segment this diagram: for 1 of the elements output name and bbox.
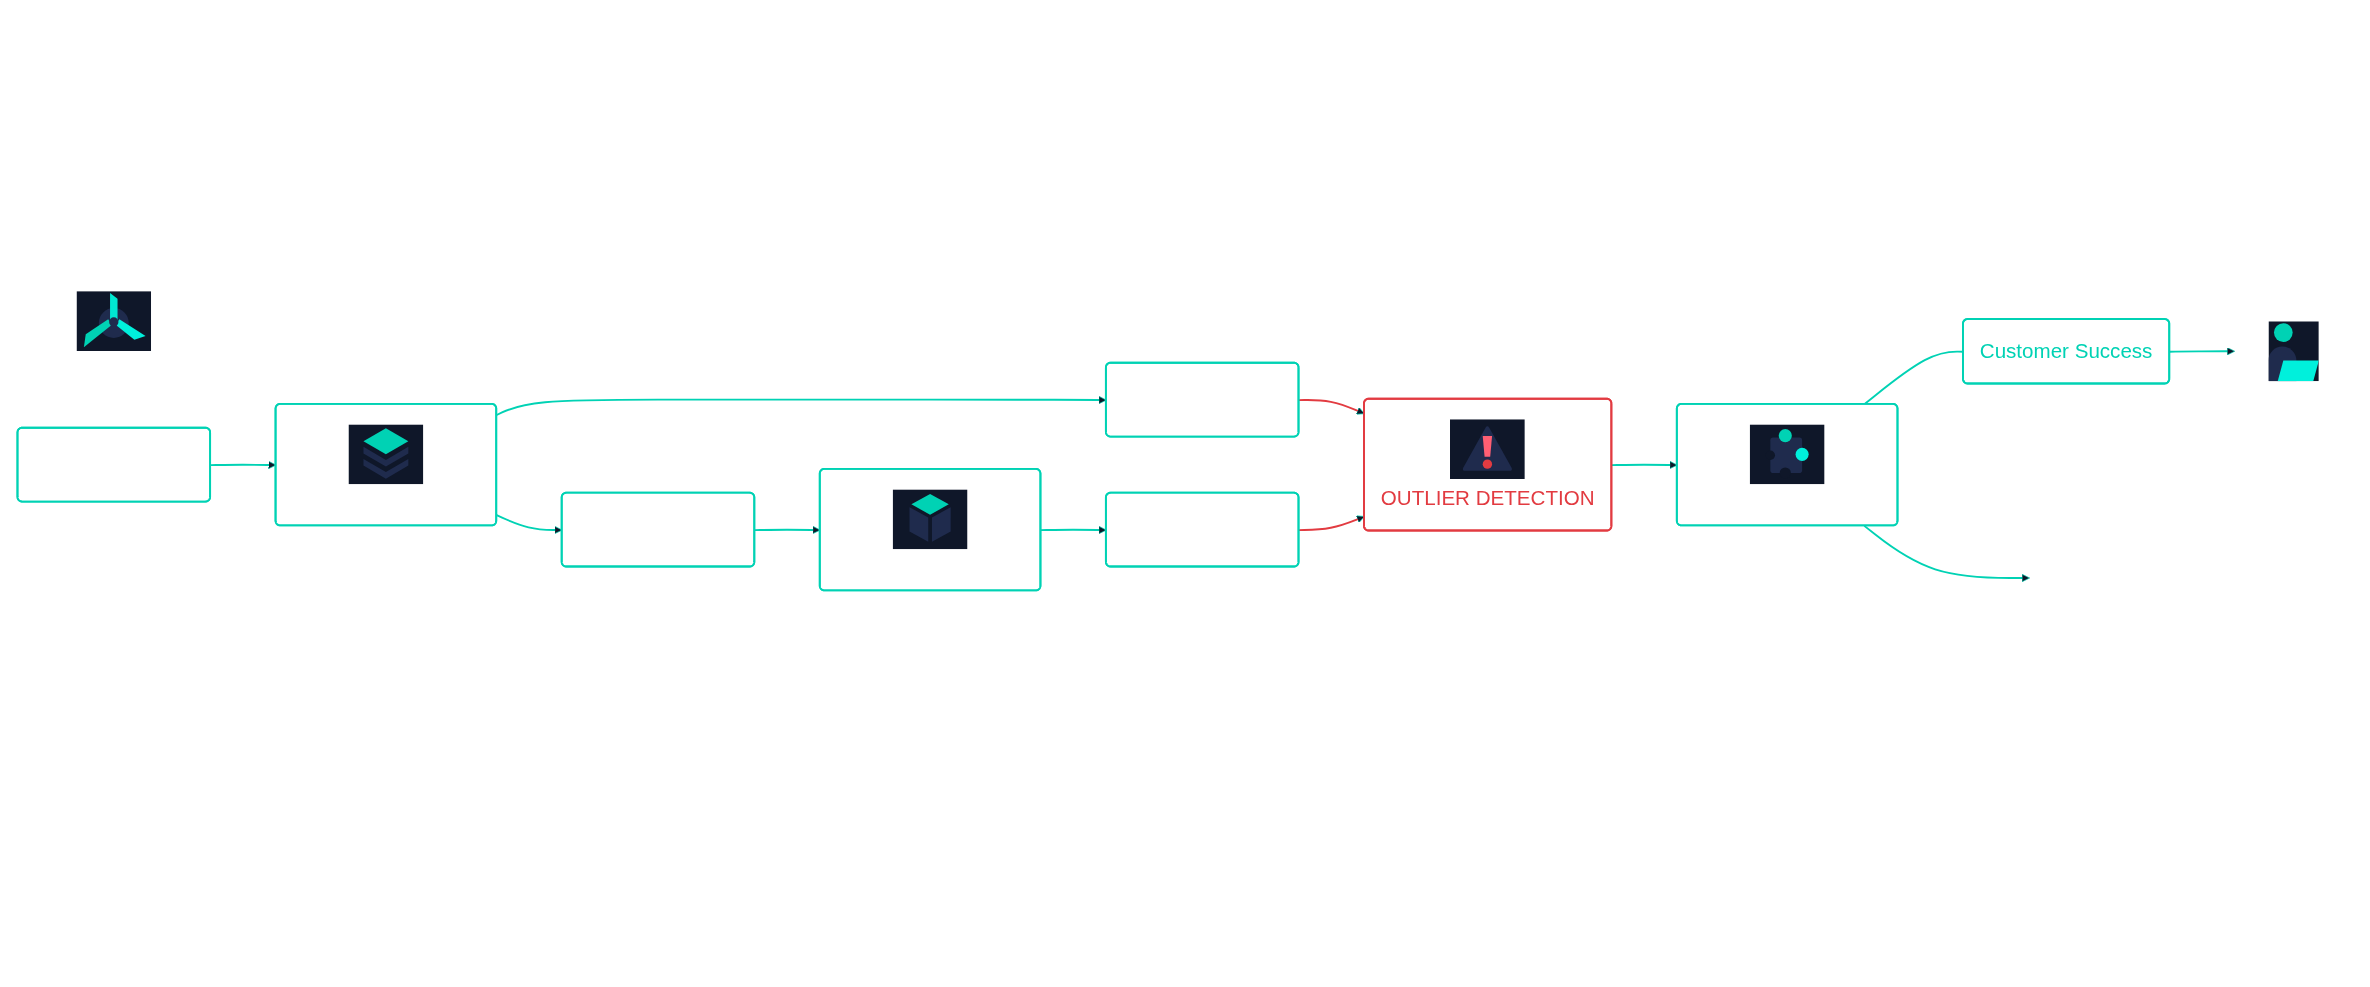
arrow — [1863, 524, 2030, 583]
